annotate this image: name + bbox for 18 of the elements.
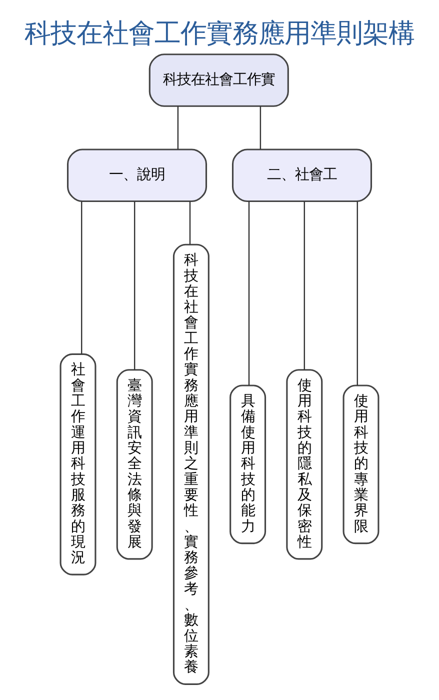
node-box: 臺灣資訊安全法條與發展 xyxy=(116,369,153,560)
connector xyxy=(304,202,305,370)
diagram-title: 科技在社會工作實務應用準則架構 xyxy=(24,18,414,49)
node-box: 科技在社會工作實 xyxy=(148,54,289,107)
node-box: 使用科技的專業界限 xyxy=(342,384,380,544)
connector xyxy=(356,202,358,386)
node-box: 具備使用科技的能力 xyxy=(230,384,266,544)
node-box: 科技在社會工作實務應用準則之重要性、實務參考、數位素養 xyxy=(172,244,210,685)
connector xyxy=(134,202,136,370)
connector xyxy=(81,202,82,354)
connector xyxy=(177,106,179,150)
connector xyxy=(260,106,262,150)
connector xyxy=(248,202,250,386)
node-box: 二、社會工 xyxy=(232,148,372,202)
node-box: 社會工作運用科技服務的現況 xyxy=(60,353,96,576)
node-box: 一、說明 xyxy=(66,148,208,202)
connector xyxy=(189,202,191,244)
node-box: 使用科技的隱私及保密性 xyxy=(286,369,323,560)
